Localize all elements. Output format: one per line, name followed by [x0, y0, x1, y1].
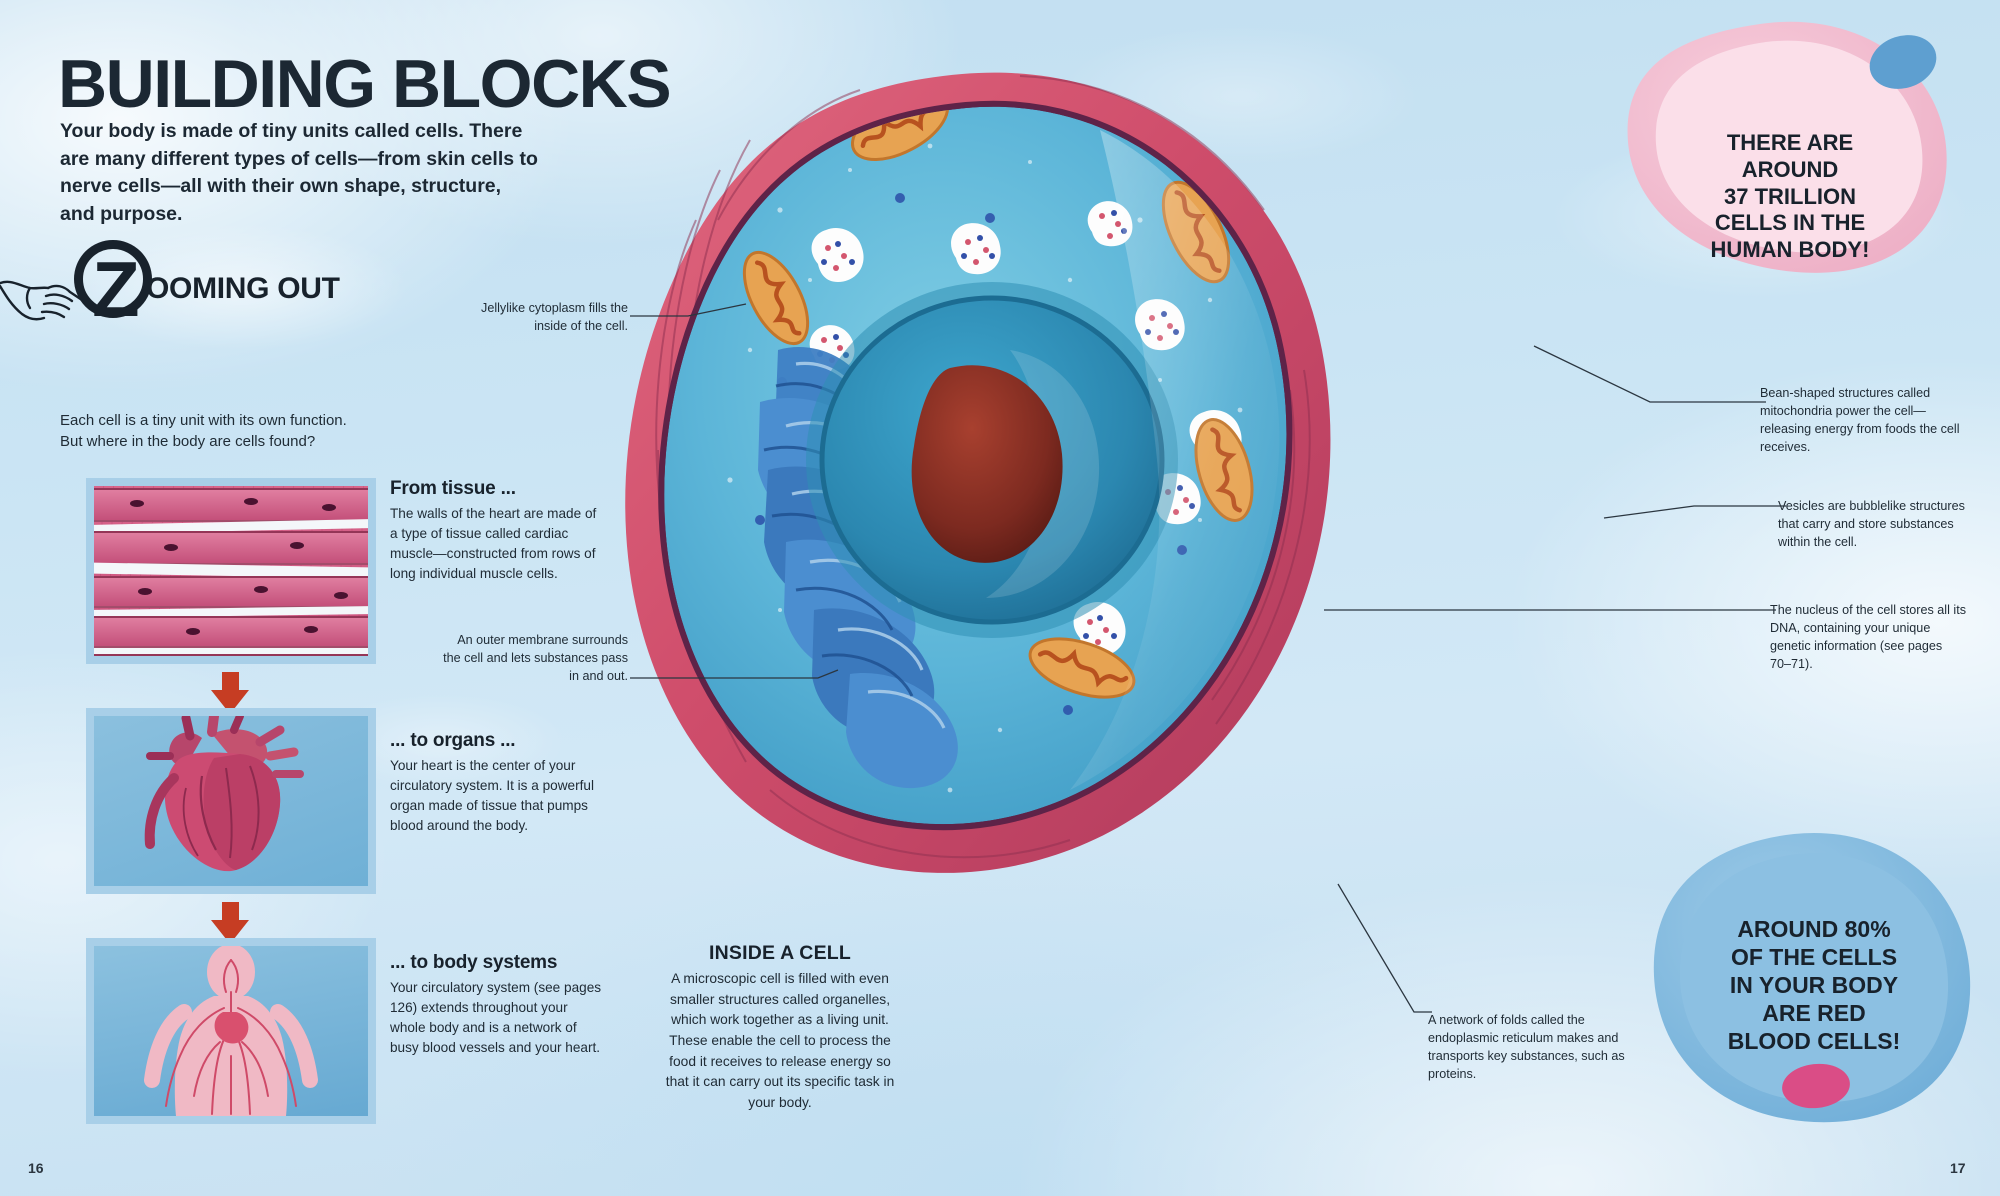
leader-line-membrane: [630, 669, 839, 679]
pink-bubble-line-2: AROUND: [1741, 156, 1839, 182]
blue-bubble-line-2: OF THE CELLS: [1730, 944, 1898, 971]
pink-bubble-line-5: HUMAN BODY!: [1710, 237, 1870, 263]
zooming-out-description-line1: Each cell is a tiny unit with its own fu…: [60, 412, 347, 429]
nucleus: [806, 282, 1178, 638]
pink-bubble-line-1: THERE ARE: [1726, 130, 1854, 155]
pink-bubble-line-4: CELLS IN THE: [1714, 210, 1866, 236]
blue-fact-bubble: [1653, 832, 1971, 1123]
blue-cell-dot: [1869, 35, 1937, 89]
magnifier-icon: [74, 240, 152, 318]
nucleolus: [911, 365, 1063, 563]
pink-bubble-text: THERE ARE AROUND 37 TRILLION CELLS IN TH…: [1640, 130, 1940, 264]
leader-line-mitochondria: [1533, 345, 1766, 403]
label-vesicles: Vesicles are bubblelike structures that …: [1778, 499, 1965, 549]
panel-body-tissue: The walls of the heart are made of a typ…: [390, 506, 597, 581]
pink-bubble-line-3: 37 TRILLION: [1723, 183, 1856, 209]
panel-caption-organs: ... to organs ... Your heart is the cent…: [390, 730, 605, 835]
panel-heading-organs: ... to organs ...: [390, 730, 516, 751]
blue-bubble-line-1: AROUND 80%: [1737, 916, 1891, 942]
label-cell-membrane: An outer membrane surrounds the cell and…: [443, 633, 628, 683]
label-mitochondria: Bean-shaped structures called mitochondr…: [1760, 386, 1960, 454]
blue-bubble-inner: [1679, 853, 1949, 1103]
panel-heading-body-systems: ... to body systems: [390, 952, 558, 973]
label-cytoplasm: Jellylike cytoplasm fills the inside of …: [481, 301, 628, 333]
inside-a-cell-block: INSIDE A CELL A microscopic cell is fill…: [660, 942, 900, 1114]
zooming-out-description: Each cell is a tiny unit with its own fu…: [60, 410, 400, 453]
leader-line-nucleus: [1324, 609, 1776, 611]
animal-cell-illustration: [600, 50, 1360, 930]
page-number-left: 16: [28, 1160, 44, 1176]
magnifier-letter-z: Z: [92, 245, 140, 333]
blue-bubble-line-5: BLOOD CELLS!: [1727, 1028, 1901, 1055]
leader-line-cytoplasm: [630, 303, 747, 317]
circulatory-system-body-illustration: [86, 938, 376, 1124]
panel-body-body-systems: Your circulatory system (see pages 126) …: [390, 980, 602, 1055]
zooming-out-description-line2: But where in the body are cells found?: [60, 433, 316, 451]
blue-bubble-line-4: ARE RED: [1762, 1000, 1866, 1027]
intro-paragraph: Your body is made of tiny units called c…: [60, 120, 538, 226]
zooming-out-label: OOMING OUT: [146, 272, 340, 305]
inside-a-cell-body: A microscopic cell is filled with even s…: [665, 971, 895, 1111]
blue-bubble-line-3: IN YOUR BODY: [1729, 972, 1899, 999]
leader-line-vesicles: [1603, 505, 1786, 519]
pointing-hand-icon: [0, 262, 86, 343]
page-number-right: 17: [1950, 1160, 1966, 1176]
panel-caption-body-systems: ... to body systems Your circulatory sys…: [390, 952, 605, 1057]
pink-cell-dot: [1782, 1063, 1850, 1109]
inside-a-cell-heading: INSIDE A CELL: [709, 942, 851, 964]
blue-bubble-text: AROUND 80% OF THE CELLS IN YOUR BODY ARE…: [1664, 915, 1964, 1055]
human-heart-illustration: [86, 708, 376, 894]
pink-bubble-inner: [1655, 40, 1923, 253]
page-title: BUILDING BLOCKS: [58, 46, 672, 122]
cell-highlight: [1070, 130, 1280, 790]
pink-fact-bubble: [1627, 21, 1947, 273]
cardiac-muscle-tissue-photo: [86, 478, 376, 664]
panel-caption-tissue: From tissue ... The walls of the heart a…: [390, 478, 605, 583]
zooming-out-heading-group: Z OOMING OUT: [0, 236, 420, 346]
panel-heading-tissue: From tissue ...: [390, 478, 516, 499]
label-endoplasmic-reticulum: A network of folds called the endoplasmi…: [1428, 1013, 1625, 1081]
leader-line-er: [1337, 883, 1432, 1013]
label-nucleus: The nucleus of the cell stores all its D…: [1770, 603, 1966, 671]
panel-body-organs: Your heart is the center of your circula…: [390, 758, 594, 833]
